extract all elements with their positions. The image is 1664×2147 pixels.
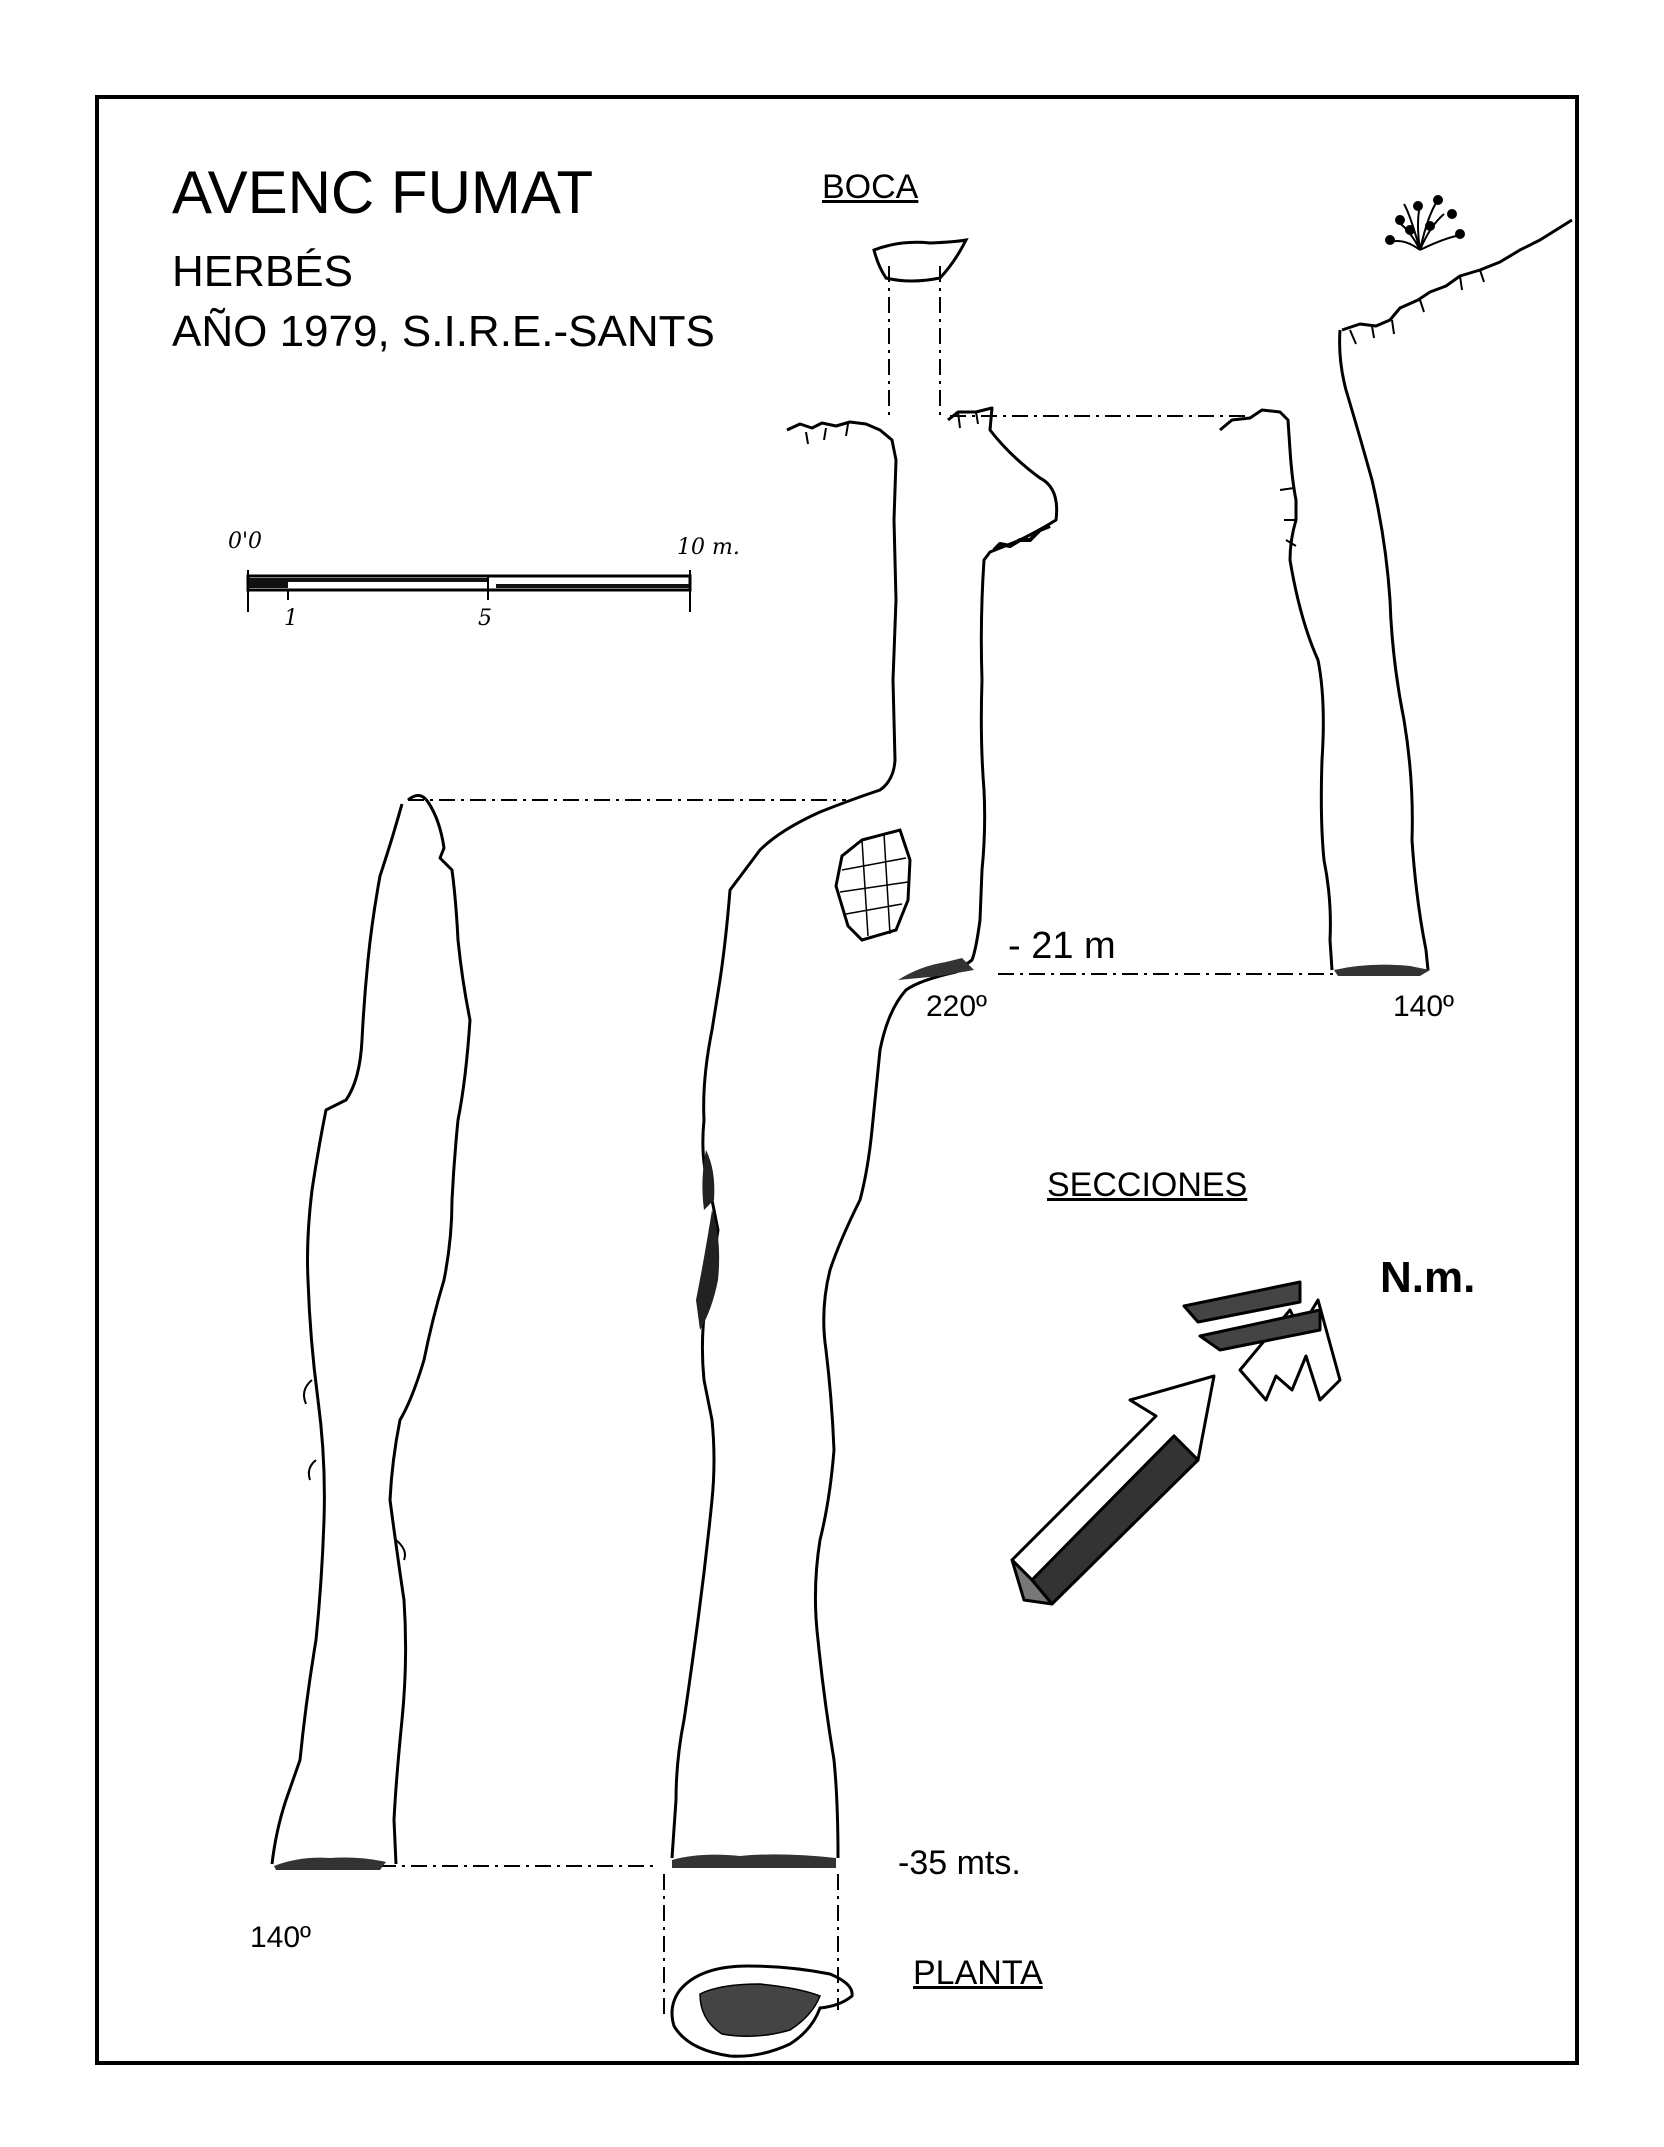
floor-21m [898, 958, 1430, 980]
scale-end-label: 10 m. [677, 535, 740, 560]
north-label: N.m. [1380, 1253, 1476, 1302]
angle-220-label: 220º [926, 990, 988, 1023]
section-140-right-upper [1219, 218, 1573, 971]
sheet-border [95, 95, 1579, 2065]
survey-credit: AÑO 1979, S.I.R.E.-SANTS [172, 307, 715, 356]
depth-21-label: - 21 m [1008, 925, 1116, 967]
boca-outline [872, 237, 969, 283]
flowstone [696, 1150, 720, 1330]
planta-heading: PLANTA [913, 1954, 1043, 1992]
scale-start-label: 0'0 [228, 529, 263, 554]
floor-35m [274, 1854, 836, 1870]
north-arrow-icon [1010, 1280, 1342, 1606]
secciones-heading: SECCIONES [1047, 1166, 1248, 1204]
survey-title: AVENC FUMAT [172, 159, 594, 226]
survey-location: HERBÉS [172, 247, 353, 296]
boca-heading: BOCA [822, 168, 919, 206]
surface-shrub [1385, 195, 1465, 251]
planta-outline [670, 1964, 854, 2058]
boulder [834, 828, 912, 942]
angle-140-left-label: 140º [250, 1921, 312, 1954]
depth-35-label: -35 mts. [898, 1844, 1021, 1882]
section-140-left [270, 794, 472, 1865]
scale-bar [246, 570, 692, 612]
angle-140-right-label: 140º [1393, 990, 1455, 1023]
scale-mark-1: 1 [284, 606, 298, 631]
section-220-upper [670, 406, 1059, 1859]
reference-lines [380, 266, 1340, 2020]
scale-mark-5: 5 [478, 606, 492, 631]
